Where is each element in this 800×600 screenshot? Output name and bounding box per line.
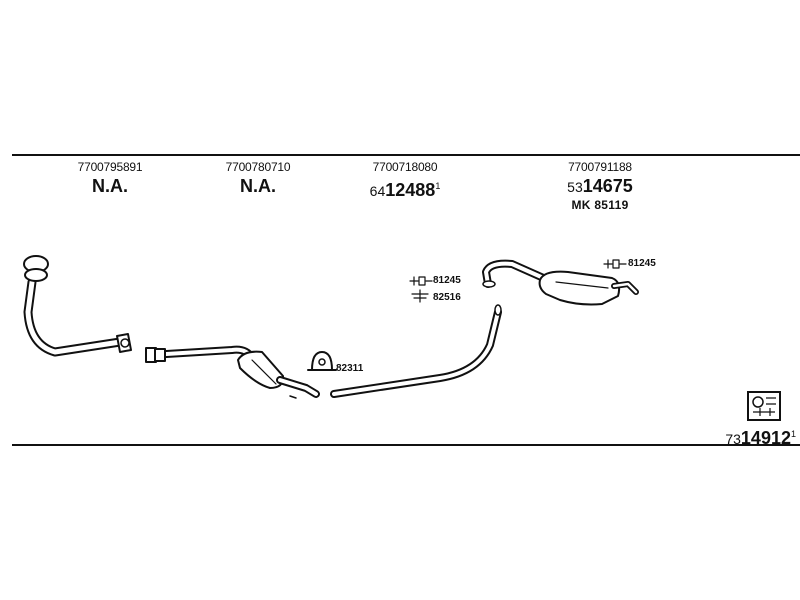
part-code-superscript: 1 <box>435 181 441 191</box>
mount-kit-code: MK 85119 <box>571 198 629 212</box>
center-silencer-drawing <box>145 345 320 399</box>
part-code-prefix: 64 <box>369 183 386 199</box>
oem-number: 7700791188 <box>568 160 632 174</box>
rubber-mount-part-label: 82516 <box>433 292 461 303</box>
availability-label: N.A. <box>240 176 276 196</box>
oem-number: 7700795891 <box>77 160 143 174</box>
bracket-part-label: 81245 <box>433 275 461 286</box>
kit-part-code: 73149121 <box>725 424 796 449</box>
part-column-center-silencer: 7700780710 N.A. <box>218 160 298 196</box>
hanger-bracket-drawing <box>409 276 433 303</box>
part-code-main: 12488 <box>385 180 436 200</box>
kit-code-prefix: 73 <box>725 431 741 447</box>
rear-silencer-drawing <box>482 259 639 306</box>
kit-code-main: 14912 <box>740 428 791 448</box>
oem-number: 7700718080 <box>372 160 438 174</box>
part-code: 64124881 <box>360 176 450 201</box>
part-column-front-pipe: 7700795891 N.A. <box>70 160 150 196</box>
oem-number: 7700780710 <box>225 160 291 174</box>
intermediate-pipe-drawing <box>330 304 502 398</box>
availability-label: N.A. <box>92 176 128 196</box>
clamp-drawing <box>307 351 337 371</box>
part-column-rear-silencer: 7700791188 5314675 MK 85119 <box>555 160 645 212</box>
clamp-part-label: 82311 <box>336 363 364 374</box>
part-code-main: 14675 <box>582 176 633 196</box>
rear-hanger-part-label: 81245 <box>628 258 656 269</box>
parts-kit-icon <box>747 391 781 421</box>
kit-code-superscript: 1 <box>790 429 796 439</box>
front-pipe-drawing <box>23 255 132 357</box>
part-code-prefix: 53 <box>567 179 583 195</box>
part-code: 5314675 <box>555 176 645 197</box>
bottom-rule <box>12 444 800 446</box>
part-column-intermediate-pipe: 7700718080 64124881 <box>360 160 450 201</box>
top-rule <box>12 154 800 156</box>
